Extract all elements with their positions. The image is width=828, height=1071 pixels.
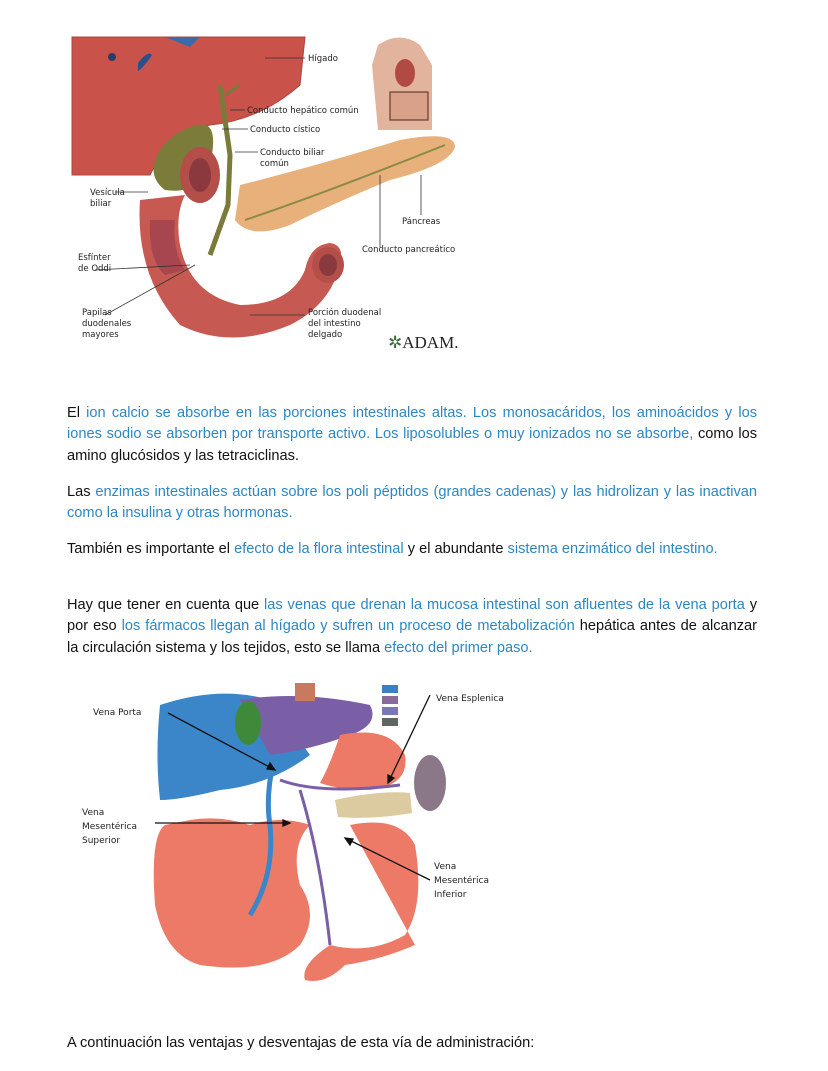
legend-swatch-1 xyxy=(382,685,398,693)
label-vmi-2: Mesentérica xyxy=(434,875,489,886)
label-conducto-biliar-2: común xyxy=(260,159,289,169)
body-text: y el abundante xyxy=(403,540,508,557)
label-vmi-1: Vena xyxy=(434,862,456,872)
body-text: El xyxy=(67,404,87,421)
label-conducto-biliar-1: Conducto biliar xyxy=(260,148,325,158)
label-pancreas: Páncreas xyxy=(402,217,441,227)
label-papilas-2: duodenales xyxy=(82,319,132,329)
label-conducto-cistico: Conducto cístico xyxy=(250,125,320,135)
highlighted-text: los fármacos llegan al hígado y sufren u… xyxy=(121,618,575,635)
adam-logo: ✲ADAM. xyxy=(388,333,458,352)
paragraph-flora: También es importante el efecto de la fl… xyxy=(67,539,757,561)
closing-sentence: A continuación las ventajas y desventaja… xyxy=(67,1034,535,1051)
body-text: También es importante el xyxy=(67,540,235,557)
paragraph-enzymes: Las enzimas intestinales actúan sobre lo… xyxy=(67,482,757,525)
portal-venous-figure: Vena Porta Vena Esplenica Vena Mesentéri… xyxy=(70,675,520,995)
paragraph-absorption: El ion calcio se absorbe en las porcione… xyxy=(67,403,757,468)
label-vmi-3: Inferior xyxy=(434,890,467,900)
label-vena-porta: Vena Porta xyxy=(93,708,141,718)
label-vms-2: Mesentérica xyxy=(82,821,137,832)
label-porcion-3: delgado xyxy=(308,330,342,340)
body-text: hepática antes de alcanzar la circulació… xyxy=(67,618,757,656)
label-porcion-2: del intestino xyxy=(308,319,361,329)
label-esfinter-1: Esfínter xyxy=(78,253,111,263)
body-text: y por eso xyxy=(67,596,757,635)
biliary-anatomy-figure: Hígado Conducto hepático común Conducto … xyxy=(60,25,480,355)
portal-venous-illustration: Vena Porta Vena Esplenica Vena Mesentéri… xyxy=(82,683,504,981)
label-vena-esplenica: Vena Esplenica xyxy=(436,694,504,704)
label-papilas-3: mayores xyxy=(82,330,119,340)
highlighted-text: enzimas intestinales actúan sobre los po… xyxy=(67,483,757,522)
label-esfinter-2: de Oddi xyxy=(78,264,111,274)
label-vesicula-1: Vesícula xyxy=(90,188,125,198)
biliary-anatomy-illustration: Hígado Conducto hepático común Conducto … xyxy=(71,36,458,352)
label-vms-3: Superior xyxy=(82,836,120,846)
legend-swatch-3 xyxy=(382,707,398,715)
label-porcion-1: Porción duodenal xyxy=(308,307,381,318)
highlighted-text: sistema enzimático del intestino. xyxy=(507,540,718,557)
highlighted-text: ion calcio se absorbe en las porciones i… xyxy=(67,404,757,443)
legend-swatch-2 xyxy=(382,696,398,704)
label-vms-1: Vena xyxy=(82,808,104,818)
body-text: como los amino glucósidos y las tetracic… xyxy=(67,426,757,464)
label-higado: Hígado xyxy=(308,54,338,64)
highlighted-text: las venas que drenan la mucosa intestina… xyxy=(264,596,745,613)
paragraph-first-pass: Hay que tener en cuenta que las venas qu… xyxy=(67,595,757,660)
label-conducto-pancreatico: Conducto pancreático xyxy=(362,245,455,255)
highlighted-text: efecto del primer paso. xyxy=(384,639,533,656)
highlighted-text: efecto de la flora intestinal xyxy=(234,540,404,557)
body-text: Hay que tener en cuenta que xyxy=(67,596,265,613)
body-text: Las xyxy=(67,483,96,500)
label-papilas-1: Papilas xyxy=(82,308,112,318)
label-conducto-hepatico: Conducto hepático común xyxy=(247,106,359,116)
label-vesicula-2: biliar xyxy=(90,199,112,209)
legend-swatch-4 xyxy=(382,718,398,726)
